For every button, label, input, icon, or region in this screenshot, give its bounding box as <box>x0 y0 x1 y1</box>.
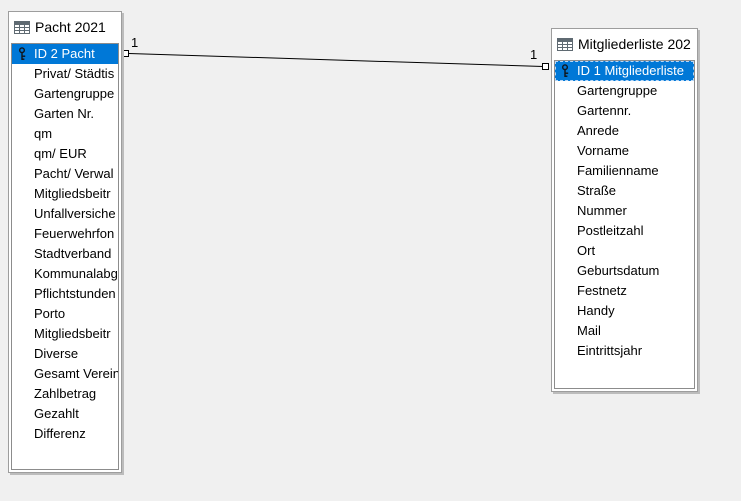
table-icon <box>14 20 30 34</box>
table-window-mitgliederliste[interactable]: Mitgliederliste 202 ID 1 Mitgliederliste… <box>551 28 698 392</box>
field-label: Gartengruppe <box>577 83 658 98</box>
field-label: Feuerwehrfon <box>34 226 115 241</box>
field-row[interactable]: Nummer <box>555 201 694 221</box>
field-label: Eintrittsjahr <box>577 343 643 358</box>
field-row[interactable]: Diverse <box>12 344 118 364</box>
field-row[interactable]: Pflichtstunden <box>12 284 118 304</box>
field-row[interactable]: Gesamt Verein <box>12 364 118 384</box>
field-row[interactable]: Garten Nr. <box>12 104 118 124</box>
field-row[interactable]: Zahlbetrag <box>12 384 118 404</box>
field-label: Gartengruppe <box>34 86 115 101</box>
primary-key-icon <box>17 47 27 61</box>
field-label: Privat/ Städtis <box>34 66 115 81</box>
field-label: Garten Nr. <box>34 106 94 121</box>
field-row[interactable]: qm <box>12 124 118 144</box>
field-row[interactable]: Differenz <box>12 424 118 444</box>
field-label: Anrede <box>577 123 619 138</box>
field-row[interactable]: Gartengruppe <box>555 81 694 101</box>
field-label: Ort <box>577 243 596 258</box>
field-label: Geburtsdatum <box>577 263 660 278</box>
field-label: Differenz <box>34 426 86 441</box>
field-row[interactable]: qm/ EUR <box>12 144 118 164</box>
table-header[interactable]: Pacht 2021 <box>9 12 121 42</box>
field-label: qm <box>34 126 53 141</box>
table-header[interactable]: Mitgliederliste 202 <box>552 29 697 59</box>
field-row-primary-key[interactable]: ID 1 Mitgliederliste <box>555 61 694 81</box>
left-cardinality-label: 1 <box>131 35 139 50</box>
table-icon <box>557 37 573 51</box>
field-label: Mitgliedsbeitr <box>34 326 111 341</box>
right-connector-handle[interactable] <box>542 63 549 70</box>
field-row[interactable]: Familienname <box>555 161 694 181</box>
field-row[interactable]: Anrede <box>555 121 694 141</box>
field-label: Nummer <box>577 203 627 218</box>
field-row[interactable]: Privat/ Städtis <box>12 64 118 84</box>
field-label: Stadtverband <box>34 246 112 261</box>
primary-key-icon <box>560 64 570 78</box>
field-label: qm/ EUR <box>34 146 87 161</box>
field-row[interactable]: Gezahlt <box>12 404 118 424</box>
field-row[interactable]: Mail <box>555 321 694 341</box>
field-row[interactable]: Eintrittsjahr <box>555 341 694 361</box>
field-row-primary-key[interactable]: ID 2 Pacht <box>12 44 118 64</box>
field-label: ID 1 Mitgliederliste <box>577 63 684 78</box>
field-label: Straße <box>577 183 617 198</box>
field-row[interactable]: Handy <box>555 301 694 321</box>
field-label: Unfallversiche <box>34 206 116 221</box>
field-label: Kommunalabg <box>34 266 118 281</box>
relationship-line[interactable] <box>128 53 544 67</box>
field-label: Pflichtstunden <box>34 286 116 301</box>
field-row[interactable]: Gartengruppe <box>12 84 118 104</box>
field-row[interactable]: Vorname <box>555 141 694 161</box>
field-label: Familienname <box>577 163 659 178</box>
field-label: Gezahlt <box>34 406 79 421</box>
field-label: Diverse <box>34 346 79 361</box>
field-row[interactable]: Mitgliedsbeitr <box>12 324 118 344</box>
field-label: Festnetz <box>577 283 627 298</box>
field-label: Handy <box>577 303 615 318</box>
field-label: Pacht/ Verwal <box>34 166 114 181</box>
field-label: Mail <box>577 323 601 338</box>
field-row[interactable]: Pacht/ Verwal <box>12 164 118 184</box>
field-label: Vorname <box>577 143 630 158</box>
table-title: Pacht 2021 <box>35 19 106 35</box>
field-label: Gartennr. <box>577 103 632 118</box>
field-label: Mitgliedsbeitr <box>34 186 111 201</box>
field-row[interactable]: Feuerwehrfon <box>12 224 118 244</box>
field-label: Postleitzahl <box>577 223 644 238</box>
left-connector-handle[interactable] <box>122 50 129 57</box>
field-row[interactable]: Porto <box>12 304 118 324</box>
field-row[interactable]: Ort <box>555 241 694 261</box>
table-title: Mitgliederliste 202 <box>578 36 691 52</box>
right-cardinality-label: 1 <box>530 47 538 62</box>
field-row[interactable]: Unfallversiche <box>12 204 118 224</box>
field-row[interactable]: Stadtverband <box>12 244 118 264</box>
field-row[interactable]: Festnetz <box>555 281 694 301</box>
field-row[interactable]: Straße <box>555 181 694 201</box>
field-row[interactable]: Gartennr. <box>555 101 694 121</box>
field-row[interactable]: Kommunalabg <box>12 264 118 284</box>
field-row[interactable]: Geburtsdatum <box>555 261 694 281</box>
field-label: Zahlbetrag <box>34 386 97 401</box>
field-label: Porto <box>34 306 66 321</box>
field-label: Gesamt Verein <box>34 366 118 381</box>
field-label: ID 2 Pacht <box>34 46 95 61</box>
field-row[interactable]: Postleitzahl <box>555 221 694 241</box>
field-row[interactable]: Mitgliedsbeitr <box>12 184 118 204</box>
